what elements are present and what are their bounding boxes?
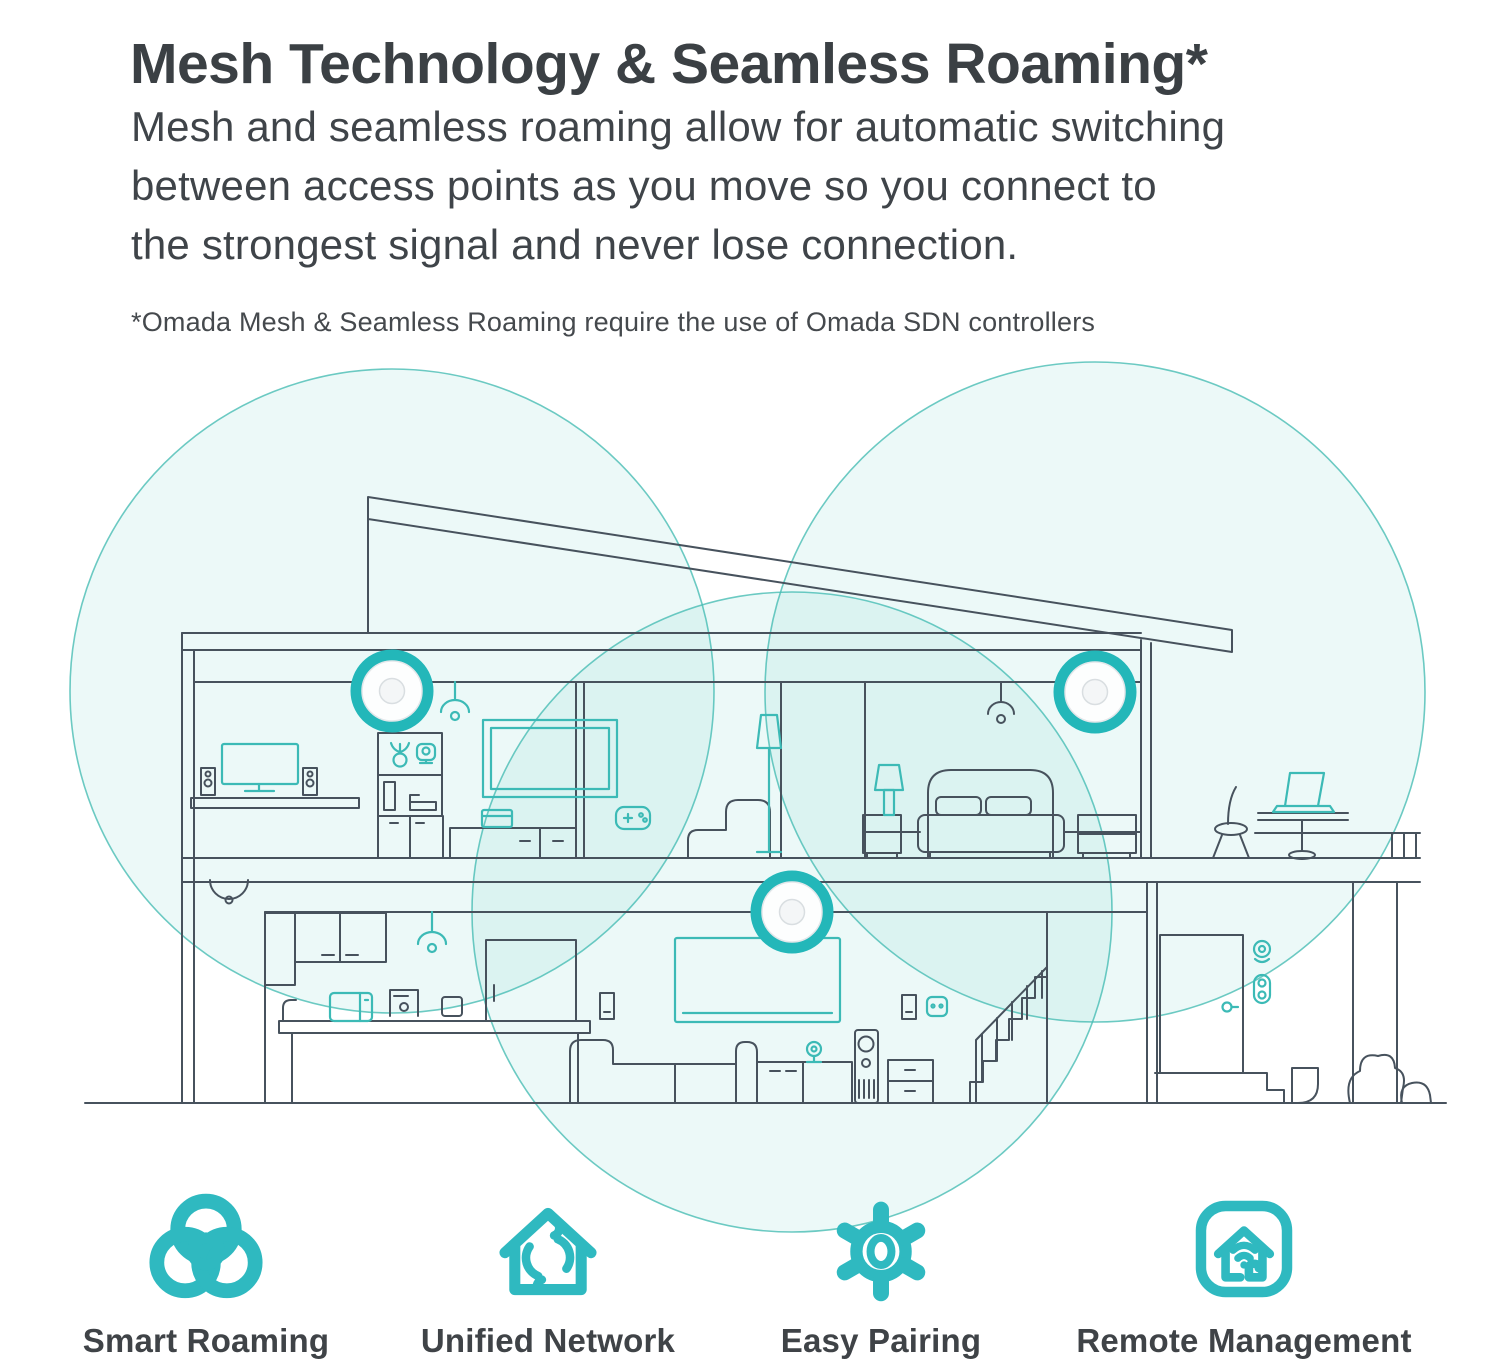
- feature-label: Unified Network: [420, 1322, 676, 1359]
- feature-label: Remote Management: [1076, 1322, 1412, 1359]
- icon-box: [822, 1188, 940, 1308]
- access-point-lower-middle: [750, 870, 834, 954]
- access-point-upper-left: [350, 649, 434, 733]
- description-line: between access points as you move so you…: [131, 162, 1157, 209]
- description-line: Mesh and seamless roaming allow for auto…: [131, 103, 1226, 150]
- icon-box: [1185, 1188, 1303, 1308]
- smart-roaming-rings-icon: [149, 1193, 263, 1299]
- feature-remote-management: Remote Management: [1064, 1188, 1424, 1360]
- footnote-text: *Omada Mesh & Seamless Roaming require t…: [131, 307, 1096, 337]
- icon-box: [147, 1188, 265, 1308]
- feature-label: Smart Roaming: [82, 1322, 330, 1359]
- icon-box: [489, 1188, 607, 1308]
- house-line-art: [84, 496, 1447, 1104]
- page-title: Mesh Technology & Seamless Roaming*: [130, 32, 1208, 97]
- unified-network-house-icon: [499, 1207, 597, 1296]
- description-line: the strongest signal and never lose conn…: [131, 221, 1019, 268]
- feature-label: Easy Pairing: [780, 1322, 982, 1359]
- remote-management-icon: [1195, 1200, 1293, 1298]
- access-point-upper-right: [1053, 650, 1137, 734]
- smart-device-accents: [220, 680, 1336, 1064]
- access-points: [350, 649, 1137, 954]
- easy-pairing-gear-icon: [836, 1201, 926, 1302]
- feature-unified-network: Unified Network: [368, 1188, 728, 1360]
- page-description: Mesh and seamless roaming allow for auto…: [131, 97, 1391, 274]
- feature-smart-roaming: Smart Roaming: [26, 1188, 386, 1360]
- feature-easy-pairing: Easy Pairing: [701, 1188, 1061, 1360]
